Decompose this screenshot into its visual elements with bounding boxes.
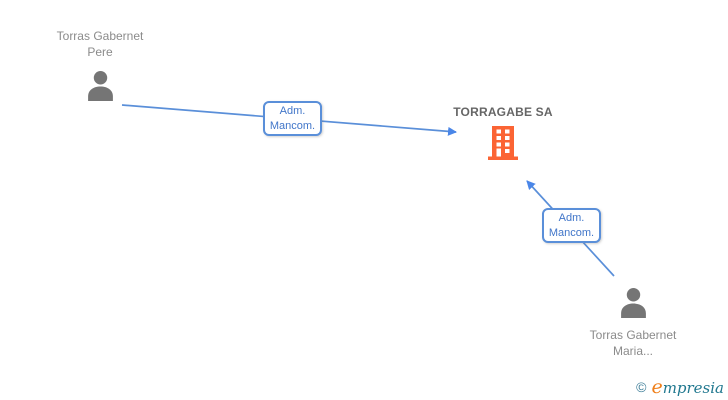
empresia-logo[interactable]: ©empresia xyxy=(636,376,724,398)
copyright-icon: © xyxy=(636,379,647,395)
company-node-torragabe-sa[interactable]: TORRAGABE SA xyxy=(433,105,573,165)
person-icon[interactable] xyxy=(86,70,115,106)
edge-label-adm-mancom-1[interactable]: Adm. Mancom. xyxy=(263,101,322,136)
person-name: Torras Gabernet Maria... xyxy=(589,328,677,358)
logo-brand-initial: e xyxy=(651,376,663,398)
person-node-torras-gabernet-maria[interactable]: Torras Gabernet Maria... xyxy=(588,287,678,359)
person-icon[interactable] xyxy=(619,287,648,323)
person-node-torras-gabernet-pere[interactable]: Torras Gabernet Pere xyxy=(55,28,145,106)
company-name: TORRAGABE SA xyxy=(453,105,553,119)
edge-label-adm-mancom-2[interactable]: Adm. Mancom. xyxy=(542,208,601,243)
person-name: Torras Gabernet Pere xyxy=(56,29,144,59)
logo-brand-text: mpresia xyxy=(662,379,724,397)
building-icon[interactable] xyxy=(488,126,518,165)
